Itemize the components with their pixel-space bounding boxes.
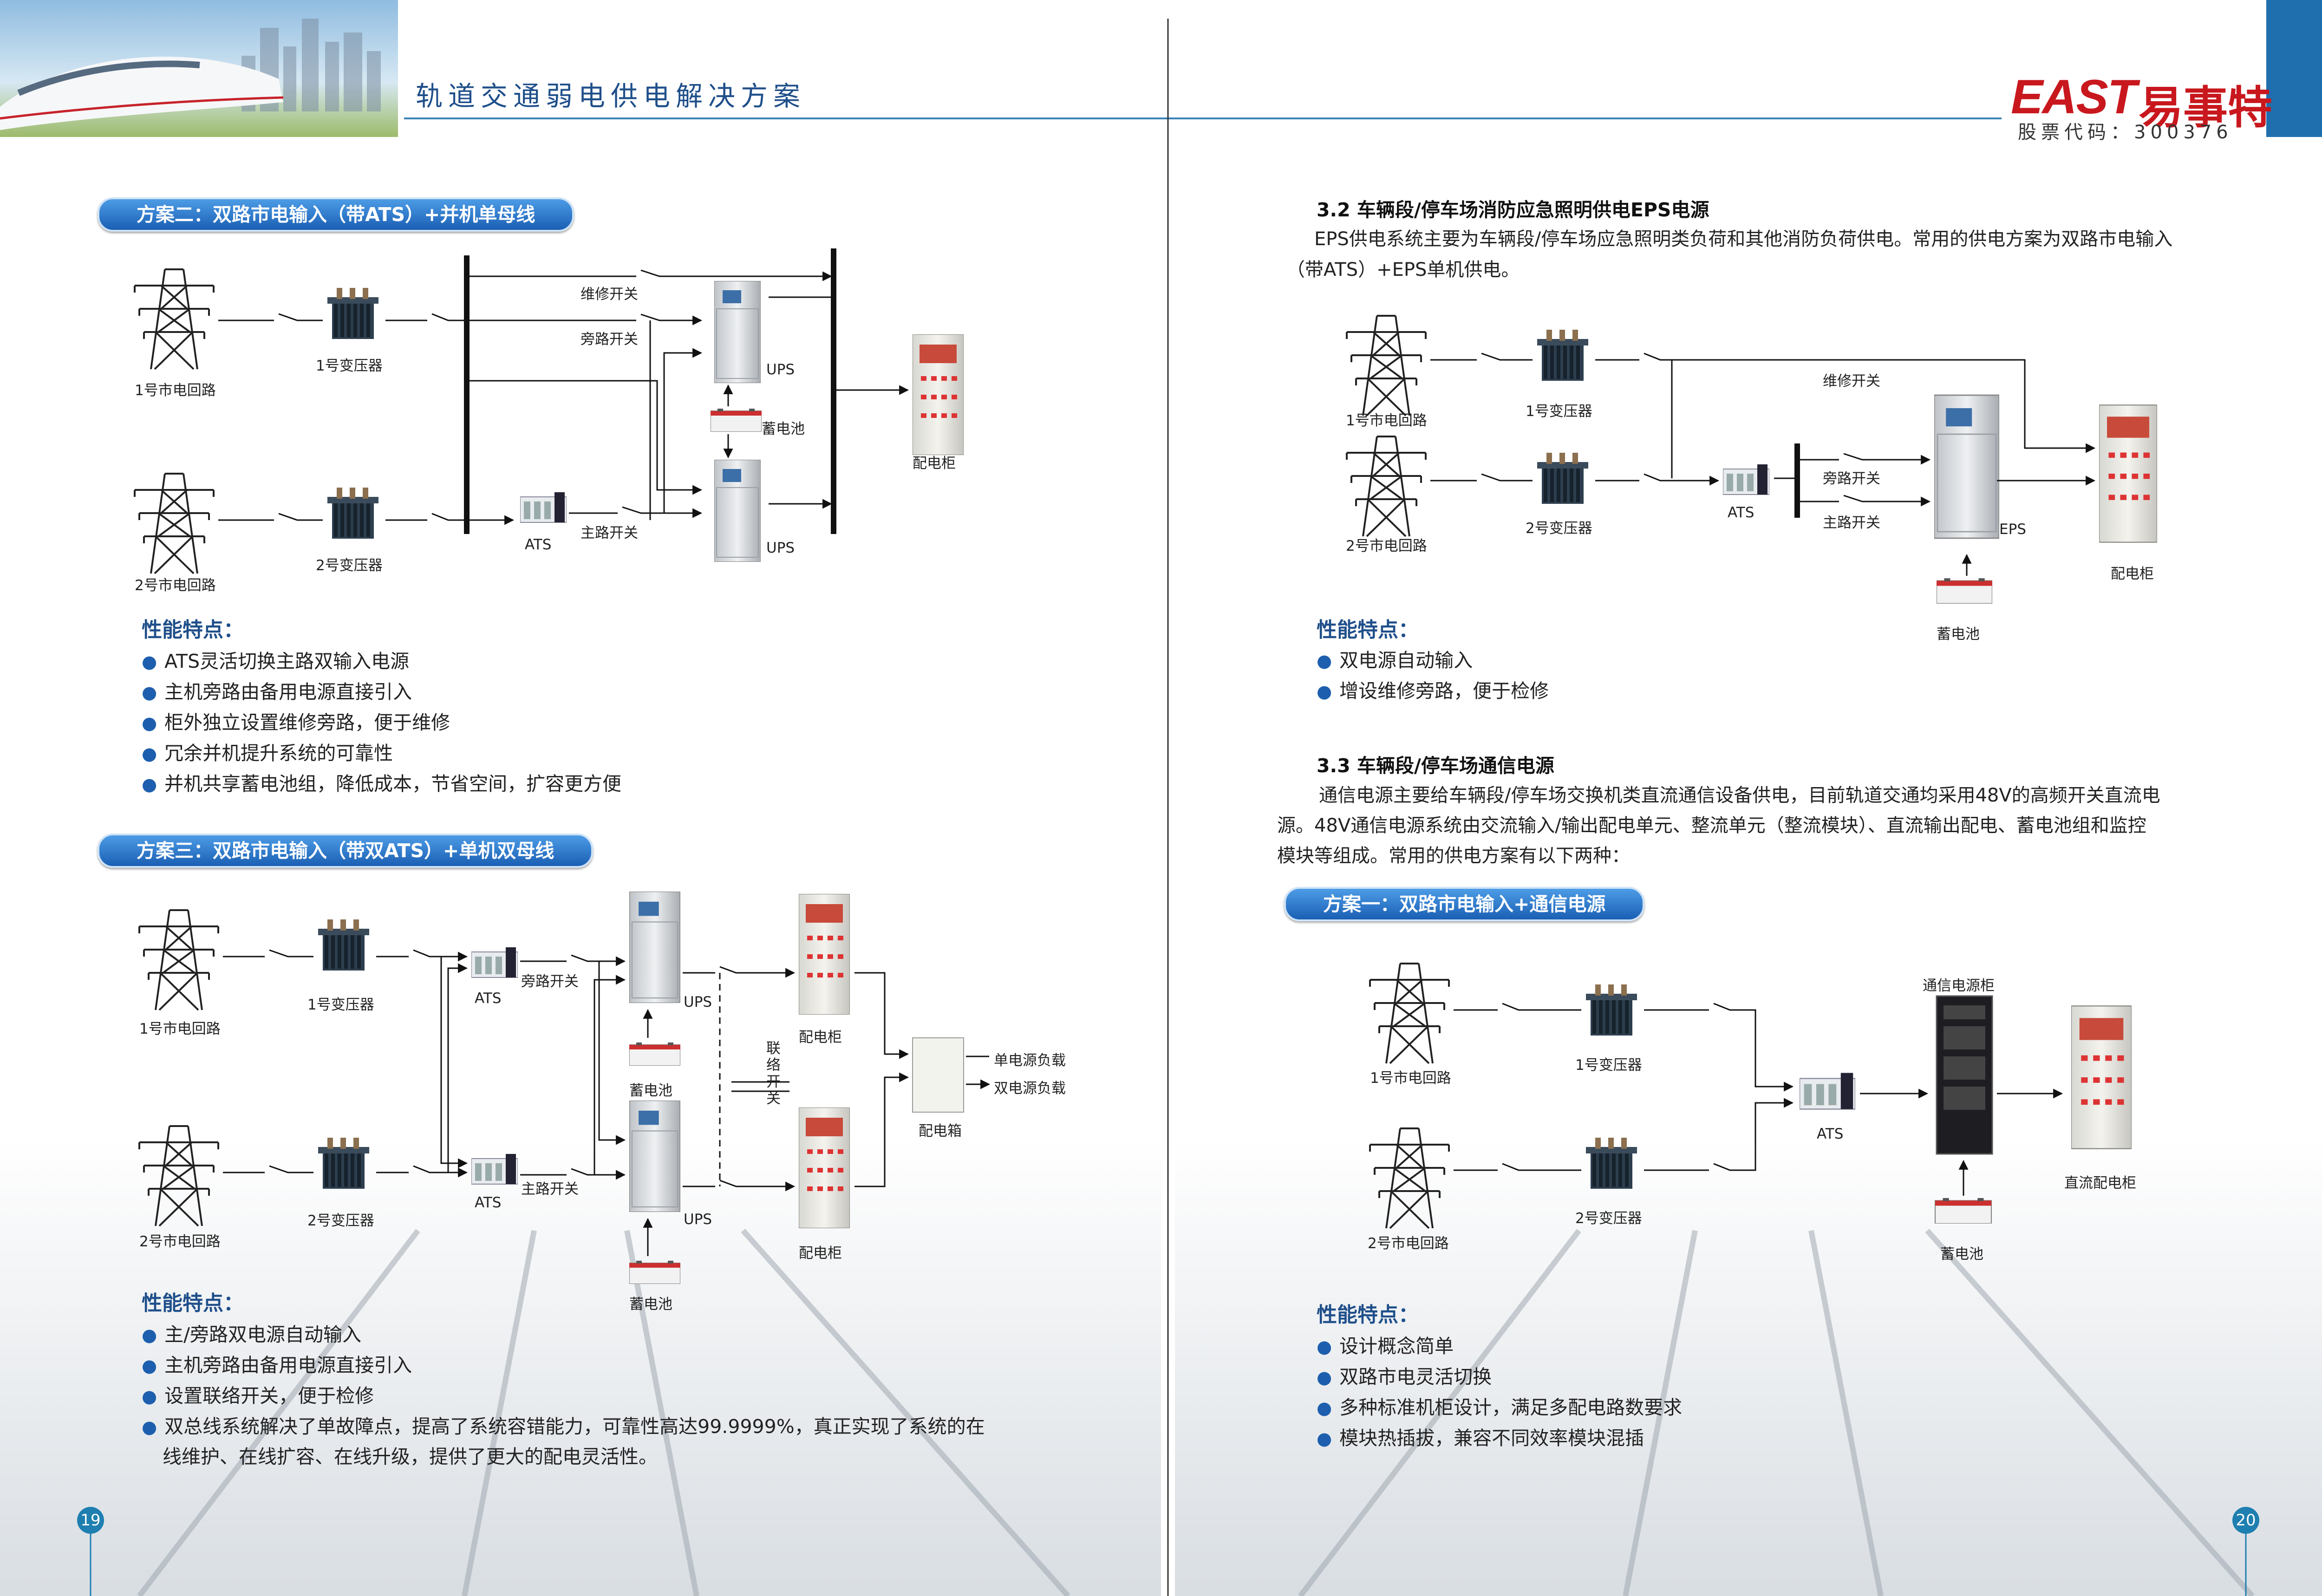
s33-ats-label: ATS	[1817, 1126, 1844, 1142]
s32-feature: 双电源自动输入	[1317, 645, 1473, 672]
s2-feature: ATS灵活切换主路双输入电源	[142, 645, 409, 673]
s33-feature: 多种标准机柜设计，满足多配电路数要求	[1317, 1392, 1682, 1420]
s3-feature: 主/旁路双电源自动输入	[142, 1319, 361, 1347]
s32-bypass-label: 旁路开关	[1823, 470, 1880, 487]
s3-load2-label: 双电源负载	[994, 1080, 1066, 1097]
s33-tr1-label: 1号变压器	[1575, 1057, 1642, 1074]
s32-line2-label: 2号市电回路	[1346, 538, 1427, 554]
s32-tr1-label: 1号变压器	[1526, 403, 1592, 420]
s3-ats1-label: ATS	[475, 990, 502, 1007]
s2-ats-label: ATS	[525, 536, 552, 553]
s33-line1-label: 1号市电回路	[1370, 1070, 1451, 1087]
s33-dc-cab-label: 直流配电柜	[2064, 1175, 2136, 1192]
s32-features-title: 性能特点：	[1317, 618, 1419, 642]
scheme2-diagram	[134, 248, 964, 574]
s2-feature: 主机旁路由备用电源直接引入	[142, 676, 412, 704]
s2-feature: 柜外独立设置维修旁路，便于维修	[142, 707, 450, 735]
s3-tr2-label: 2号变压器	[307, 1212, 374, 1229]
s32-para: EPS供电系统主要为车辆段/停车场应急照明类负荷和其他消防负荷供电。常用的供电方…	[1314, 228, 2173, 250]
s33-feature: 双路市电灵活切换	[1317, 1361, 1492, 1389]
s2-line1-label: 1号市电回路	[135, 382, 216, 399]
s33-line2-label: 2号市电回路	[1368, 1235, 1449, 1252]
s32-tr2-label: 2号变压器	[1526, 520, 1592, 537]
scheme3-diagram	[138, 892, 989, 1284]
s2-features-title: 性能特点：	[142, 618, 244, 642]
s2-bypass-label: 旁路开关	[580, 331, 638, 348]
s3-box-label: 配电箱	[919, 1123, 962, 1140]
s33-feature: 模块热插拔，兼容不同效率模块混插	[1317, 1422, 1644, 1450]
s2-ups1-label: UPS	[766, 361, 795, 378]
s3-feature: 双总线系统解决了单故障点，提高了系统容错能力，可靠性高达99.9999%，真正实…	[142, 1411, 985, 1439]
s3-feature: 主机旁路由备用电源直接引入	[142, 1349, 412, 1377]
page-number-right: 20	[2232, 1507, 2259, 1534]
scheme3-title: 方案三：双路市电输入（带双ATS）+单机双母线	[98, 834, 594, 868]
s32-para: （带ATS）+EPS单机供电。	[1286, 259, 1520, 280]
s3-main-label: 主路开关	[521, 1181, 579, 1198]
s33-comm-cab-label: 通信电源柜	[1923, 977, 1995, 994]
s33-heading: 3.3 车辆段/停车场通信电源	[1317, 755, 1554, 777]
s33-para: 模块等组成。常用的供电方案有以下两种：	[1277, 845, 1630, 866]
eps-diagram	[1346, 315, 2157, 604]
s3-ups1-label: UPS	[684, 994, 712, 1010]
s3-tie-label: 联络开关	[766, 1040, 781, 1107]
s3-cab2-label: 配电柜	[799, 1245, 842, 1262]
s32-maint-label: 维修开关	[1823, 373, 1880, 390]
s2-ups2-label: UPS	[766, 540, 795, 556]
s3-line1-label: 1号市电回路	[139, 1021, 221, 1037]
s32-heading: 3.2 车辆段/停车场消防应急照明供电EPS电源	[1317, 199, 1709, 221]
s3-ups2-label: UPS	[684, 1211, 712, 1228]
s2-tr2-label: 2号变压器	[316, 557, 383, 574]
s2-battery-label: 蓄电池	[762, 421, 805, 437]
s33-feature: 设计概念简单	[1317, 1330, 1454, 1358]
s3-load1-label: 单电源负载	[994, 1052, 1066, 1069]
s33-scheme1-title: 方案一：双路市电输入+通信电源	[1284, 887, 1645, 921]
s32-ats-label: ATS	[1728, 504, 1755, 521]
s3-ats2-label: ATS	[475, 1194, 502, 1211]
s3-feature: 设置联络开关，便于检修	[142, 1380, 374, 1408]
brand-logo-cn: 易事特	[2139, 81, 2272, 134]
scheme2-title: 方案二：双路市电输入（带ATS）+并机单母线	[98, 197, 574, 232]
s3-cab1-label: 配电柜	[799, 1029, 842, 1046]
s3-bypass-label: 旁路开关	[521, 973, 579, 990]
s3-tr1-label: 1号变压器	[307, 997, 374, 1013]
s33-tr2-label: 2号变压器	[1575, 1210, 1642, 1227]
s32-main-label: 主路开关	[1823, 515, 1880, 531]
s2-tr1-label: 1号变压器	[316, 358, 383, 374]
s3-battery2-label: 蓄电池	[629, 1296, 672, 1313]
s33-para: 通信电源主要给车辆段/停车场交换机类直流通信设备供电，目前轨道交通均采用48V的…	[1319, 785, 2160, 806]
stock-code: 股票代码：300376	[2018, 122, 2233, 143]
s3-feature-cont: 线维护、在线扩容、在线升级，提供了更大的配电灵活性。	[163, 1446, 658, 1468]
s2-feature: 并机共享蓄电池组，降低成本，节省空间，扩容更方便	[142, 768, 621, 796]
s32-battery-label: 蓄电池	[1937, 626, 1980, 643]
s2-maint-label: 维修开关	[580, 286, 638, 303]
s3-line2-label: 2号市电回路	[139, 1233, 221, 1250]
s32-feature: 增设维修旁路，便于检修	[1317, 675, 1549, 703]
header-title: 轨道交通弱电供电解决方案	[416, 80, 806, 112]
s3-features-title: 性能特点：	[142, 1291, 244, 1315]
comm-diagram	[1369, 963, 2132, 1229]
s2-main-label: 主路开关	[580, 525, 638, 541]
s2-feature: 冗余并机提升系统的可靠性	[142, 737, 393, 765]
s32-cabinet-label: 配电柜	[2111, 566, 2154, 582]
s33-para: 源。48V通信电源系统由交流输入/输出配电单元、整流单元（整流模块）、直流输出配…	[1277, 815, 2146, 836]
s2-cabinet-label: 配电柜	[913, 455, 956, 472]
s33-features-title: 性能特点：	[1317, 1303, 1419, 1327]
s2-line2-label: 2号市电回路	[135, 577, 216, 594]
brand-logo: EAST	[2011, 70, 2137, 124]
s32-eps-label: EPS	[1999, 521, 2026, 538]
s32-line1-label: 1号市电回路	[1346, 412, 1427, 429]
page-number-left: 19	[77, 1507, 104, 1534]
s3-battery1-label: 蓄电池	[629, 1082, 672, 1099]
s33-battery-label: 蓄电池	[1940, 1246, 1983, 1263]
